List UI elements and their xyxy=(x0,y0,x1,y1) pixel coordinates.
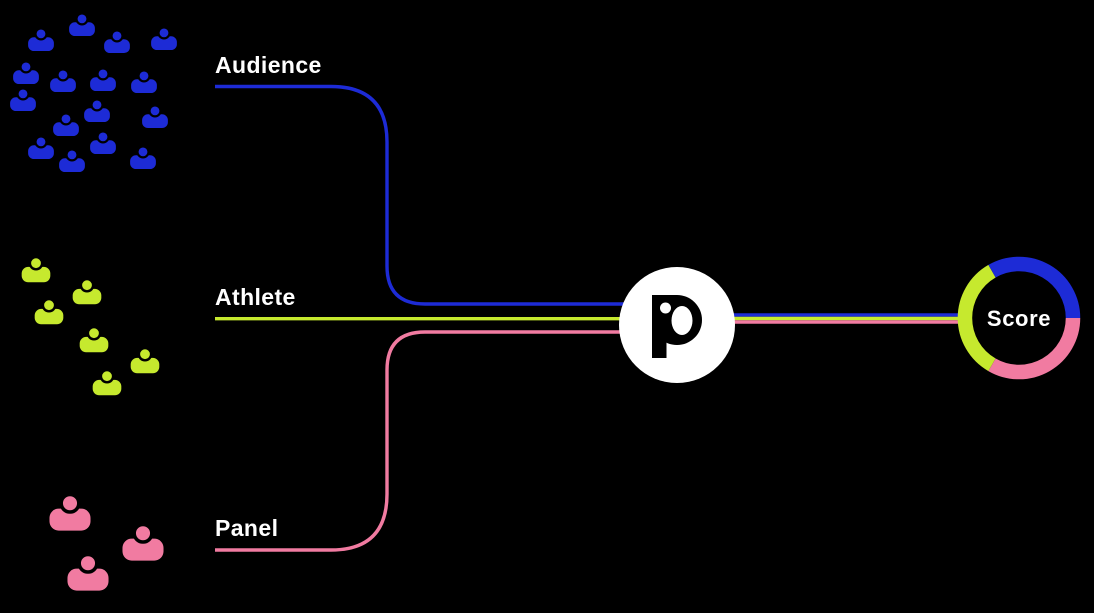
audience-flow-line xyxy=(215,84,680,306)
person-icon xyxy=(103,30,131,54)
person-icon xyxy=(12,61,40,85)
person-icon xyxy=(58,149,86,173)
score-ring xyxy=(957,256,1081,380)
person-icon xyxy=(150,27,178,51)
score-label: Score xyxy=(986,306,1052,331)
person-icon xyxy=(129,146,157,170)
label-audience: Audience xyxy=(215,52,322,78)
person-icon xyxy=(49,69,77,93)
person-icon xyxy=(27,28,55,52)
person-icon xyxy=(48,494,92,532)
person-icon xyxy=(130,70,158,94)
panel-flow-line xyxy=(215,330,680,552)
person-icon xyxy=(79,327,109,353)
person-icon xyxy=(21,257,51,283)
panel-members xyxy=(48,494,165,592)
hub-logo-p-icon xyxy=(652,295,702,358)
person-icon xyxy=(130,348,160,374)
person-icon xyxy=(89,131,117,155)
score-ring-segment-audience xyxy=(988,256,1081,319)
person-icon xyxy=(9,88,37,112)
audience-members xyxy=(9,13,178,173)
person-icon xyxy=(83,99,111,123)
person-icon xyxy=(27,136,55,160)
person-icon xyxy=(121,524,165,562)
person-icon xyxy=(72,279,102,305)
person-icon xyxy=(66,554,110,592)
score-ring-segment-panel xyxy=(988,317,1081,380)
person-icon xyxy=(89,68,117,92)
athlete-members xyxy=(21,257,160,396)
person-icon xyxy=(92,370,122,396)
score-ring-segment-athlete xyxy=(957,264,996,372)
person-icon xyxy=(68,13,96,37)
label-panel: Panel xyxy=(215,515,279,541)
person-icon xyxy=(34,299,64,325)
person-icon xyxy=(52,113,80,137)
person-icon xyxy=(141,105,169,129)
label-athlete: Athlete xyxy=(215,284,296,310)
